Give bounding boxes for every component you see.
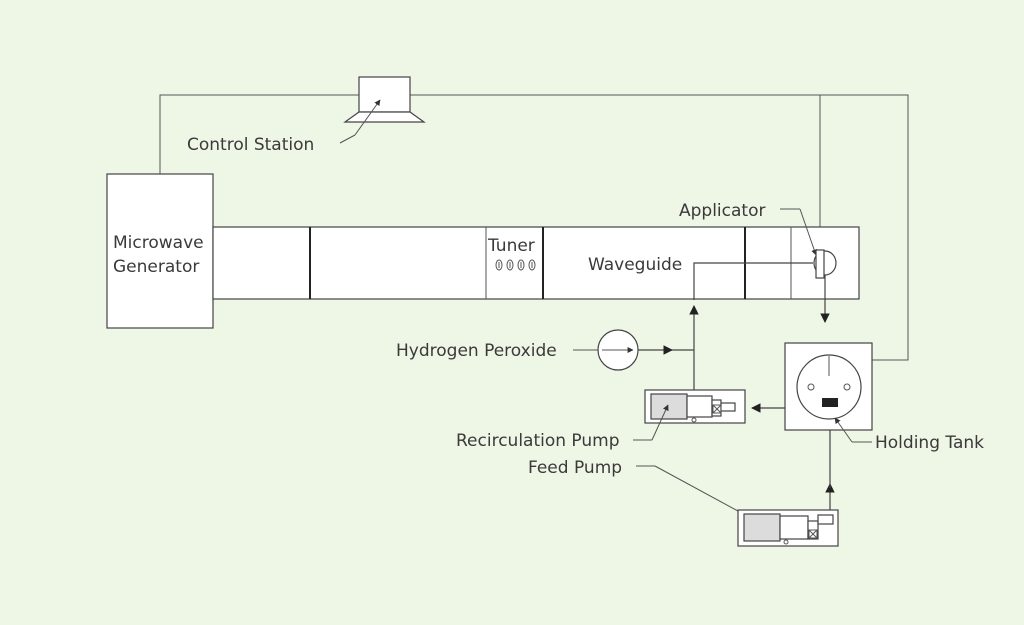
microwave-generator-label-line2: Generator: [113, 257, 199, 277]
feed-pump-icon: [737, 509, 839, 547]
hydrogen-peroxide-tank-icon: [597, 329, 639, 371]
holding-tank-label: Holding Tank: [875, 433, 984, 453]
recirculation-pump-label: Recirculation Pump: [456, 431, 620, 451]
hydrogen-peroxide-label: Hydrogen Peroxide: [396, 341, 557, 361]
control-station-label: Control Station: [187, 135, 314, 155]
tuner-screws-icon: [495, 259, 536, 271]
applicator-label: Applicator: [679, 201, 765, 221]
applicator-icon: [813, 249, 837, 279]
holding-tank-icon: [784, 342, 873, 431]
waveguide-label: Waveguide: [588, 255, 682, 275]
tuner-label: Tuner: [487, 236, 535, 256]
microwave-generator-label-line1: Microwave: [113, 233, 204, 253]
feed-pump-label: Feed Pump: [528, 458, 622, 478]
recirculation-pump-icon: [644, 389, 746, 424]
process-piping: [633, 262, 835, 510]
control-station-icon: [339, 76, 426, 144]
microwave-generator: [106, 173, 214, 329]
